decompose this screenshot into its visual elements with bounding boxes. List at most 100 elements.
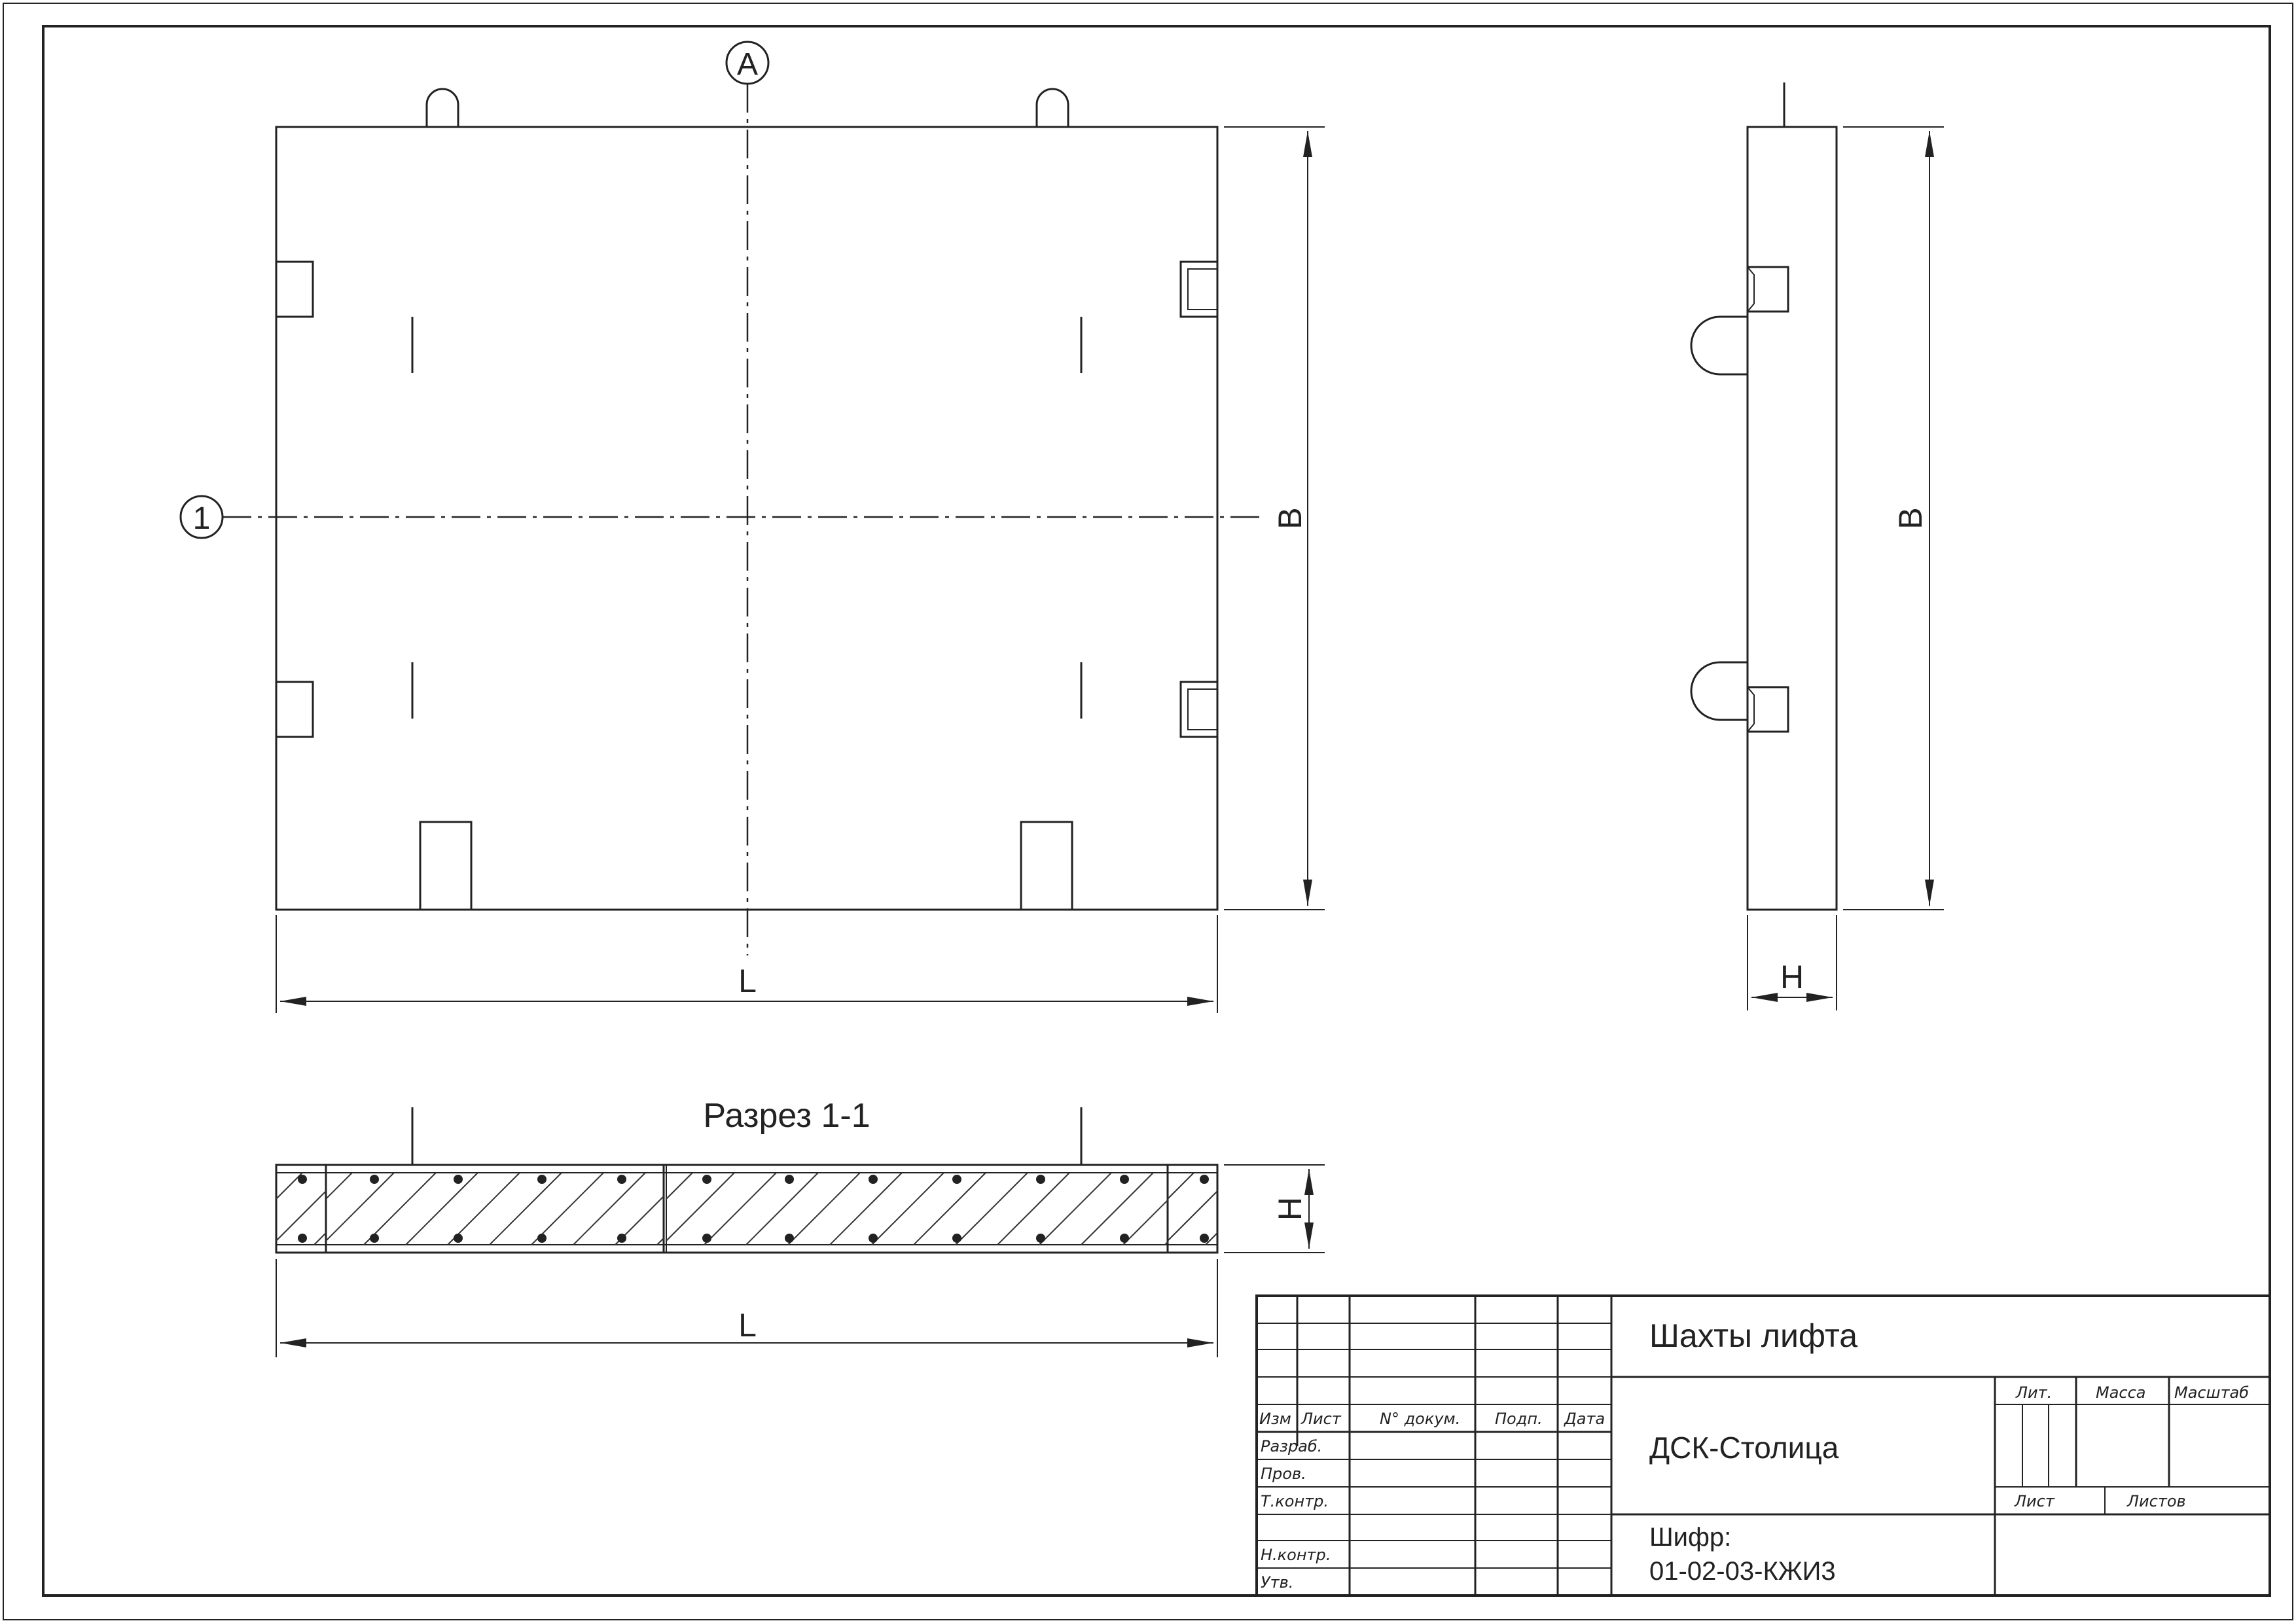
rebar-dot: [1120, 1234, 1129, 1243]
tb-header-izm: Изм: [1259, 1410, 1291, 1428]
rebar-dot: [1036, 1175, 1045, 1184]
rebar-dot: [617, 1234, 626, 1243]
lifting-loop-right: [1035, 88, 1069, 127]
hatch-line: [997, 1172, 1070, 1245]
hatch-line: [1081, 1172, 1154, 1245]
rebar-dot: [952, 1175, 961, 1184]
rebar-dot: [869, 1234, 878, 1243]
rebar-dot: [785, 1234, 794, 1243]
tb-sheets: Листов: [2126, 1492, 2186, 1510]
hatch-line: [1164, 1241, 1168, 1245]
tb-sheet: Лист: [2014, 1492, 2055, 1510]
tb-row-nkontr: Н.контр.: [1261, 1546, 1331, 1564]
rebar-dot: [702, 1234, 711, 1243]
hatch-line: [913, 1172, 986, 1245]
section-dim-l-label: L: [738, 1307, 757, 1344]
embed-right-bottom: [1179, 681, 1219, 738]
tb-massa: Масса: [2096, 1383, 2146, 1402]
dim-b-label: B: [1272, 507, 1308, 529]
tb-row-tkontr: Т.контр.: [1261, 1492, 1329, 1510]
tb-cipher-value: 01-02-03-КЖИ3: [1649, 1557, 1836, 1586]
tb-header-list: Лист: [1300, 1410, 1342, 1428]
rebar-dot: [1200, 1234, 1209, 1243]
tb-company: ДСК-Столица: [1649, 1431, 1839, 1465]
section-title: Разрез 1-1: [703, 1097, 870, 1135]
hatch-line: [314, 1232, 327, 1245]
section-rebar: [298, 1175, 1209, 1243]
hatch-line: [531, 1172, 604, 1245]
side-view: B H: [1690, 82, 1944, 1010]
sheet-frame: [42, 25, 2271, 1597]
bottom-opening-left: [419, 821, 473, 911]
axis-a-label: A: [737, 47, 758, 82]
embed-right-top-inner: [1187, 268, 1218, 310]
rebar-dot: [370, 1234, 379, 1243]
hatch-line: [276, 1172, 303, 1200]
hatch-line: [325, 1172, 395, 1241]
hatch-line: [1167, 1172, 1194, 1200]
rebar-dot: [454, 1234, 463, 1243]
side-outline: [1746, 126, 1838, 911]
rebar-dot: [617, 1175, 626, 1184]
rebar-dot: [298, 1175, 307, 1184]
rebar-dot: [454, 1175, 463, 1184]
hatch-line: [1039, 1172, 1112, 1245]
axis-a-bubble: [725, 41, 770, 85]
front-view: A 1 B L: [179, 41, 1325, 1013]
tb-row-prov: Пров.: [1261, 1465, 1306, 1483]
hatch-line: [666, 1172, 735, 1241]
hatch-line: [666, 1172, 693, 1200]
rebar-dot: [1200, 1175, 1209, 1184]
embed-left-top: [275, 260, 314, 318]
embed-left-bottom: [275, 681, 314, 738]
section-hatching: [276, 1172, 1218, 1245]
section-outline: [275, 1164, 1219, 1254]
tb-header-podp: Подп.: [1495, 1410, 1543, 1428]
hatch-line: [829, 1172, 903, 1245]
hatch-line: [787, 1172, 861, 1245]
section-view: Разрез 1-1 H L: [275, 1097, 1325, 1357]
hatch-line: [405, 1172, 478, 1245]
hatch-line: [573, 1172, 646, 1245]
side-embed-bottom: [1746, 686, 1789, 733]
rebar-dot: [1120, 1175, 1129, 1184]
rebar-dot: [1036, 1234, 1045, 1243]
axis-1-bubble: [179, 495, 224, 539]
tb-row-utv: Утв.: [1261, 1573, 1293, 1592]
embed-right-bottom-inner: [1187, 688, 1218, 730]
hatch-line: [704, 1172, 777, 1245]
lifting-loop-left: [425, 88, 459, 127]
sheet-outer-border: [3, 3, 2293, 1620]
dim-l-label: L: [738, 963, 757, 999]
side-embed-bottom-notch: [1747, 687, 1755, 732]
axis-1-label: 1: [193, 501, 211, 536]
tb-header-data: Дата: [1564, 1410, 1605, 1428]
hatch-line: [745, 1172, 819, 1245]
hatch-line: [1205, 1232, 1218, 1245]
side-embed-top: [1746, 266, 1789, 313]
tb-row-razrab: Разраб.: [1261, 1437, 1322, 1455]
hatch-line: [325, 1172, 353, 1200]
tb-title: Шахты лифта: [1649, 1317, 1857, 1354]
hatch-line: [1122, 1200, 1168, 1245]
side-hook-bottom: [1690, 661, 1748, 721]
hatch-line: [276, 1190, 327, 1241]
rebar-dot: [298, 1234, 307, 1243]
embed-right-top: [1179, 260, 1219, 318]
rebar-dot: [537, 1175, 547, 1184]
rebar-dot: [952, 1234, 961, 1243]
tb-cipher-label: Шифр:: [1649, 1523, 1731, 1552]
rebar-dot: [869, 1175, 878, 1184]
title-block-frame: [1255, 1294, 2271, 1597]
hatch-line: [656, 1238, 664, 1245]
hatch-line: [955, 1172, 1028, 1245]
title-block: Изм Лист N° докум. Подп. Дата Разраб. Пр…: [1255, 1294, 2271, 1597]
rebar-dot: [537, 1234, 547, 1243]
rebar-dot: [785, 1175, 794, 1184]
side-dim-b-label: B: [1892, 507, 1929, 529]
section-dim-h-label: H: [1272, 1197, 1308, 1221]
hatch-line: [489, 1172, 562, 1245]
tb-header-ndoc: N° докум.: [1380, 1410, 1460, 1428]
side-dim-h-label: H: [1780, 959, 1804, 995]
